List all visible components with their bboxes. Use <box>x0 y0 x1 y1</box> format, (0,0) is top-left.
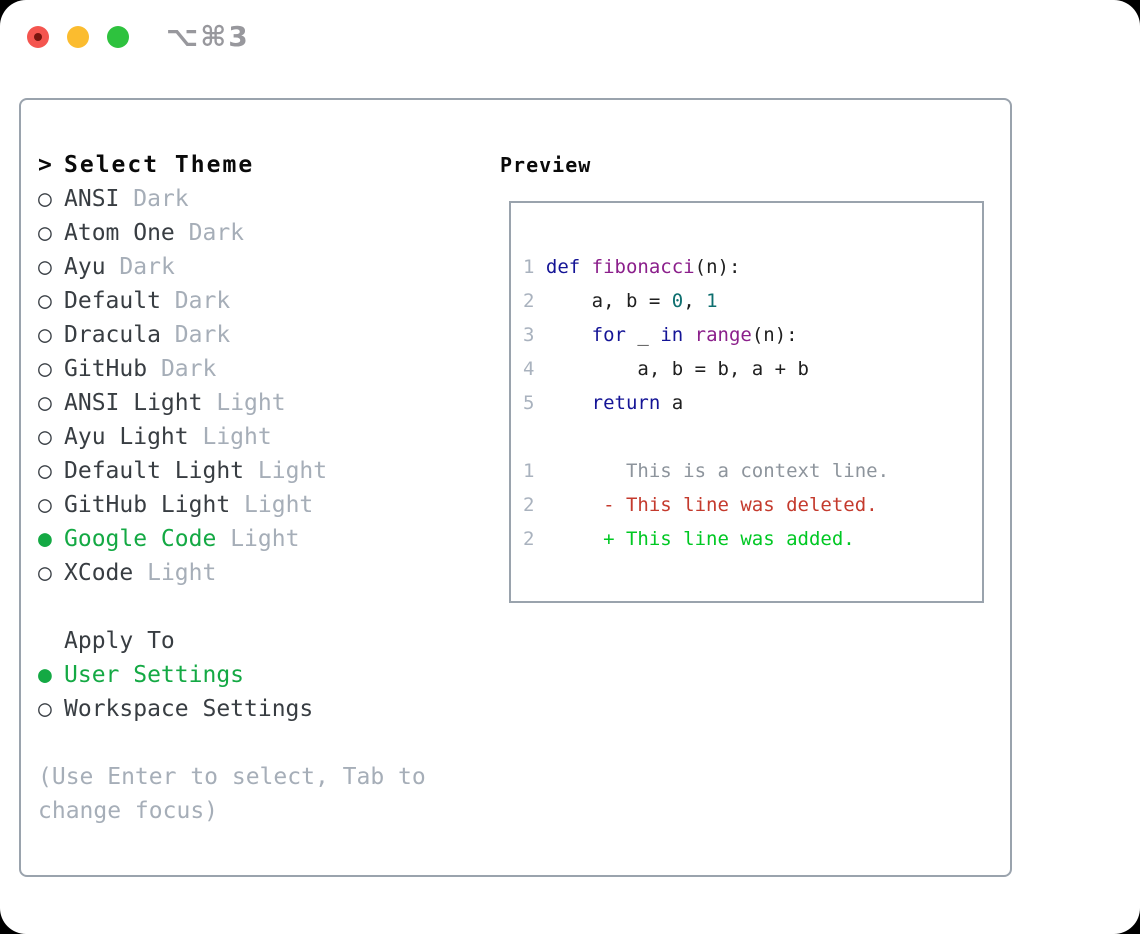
apply-to-option-label: Workspace Settings <box>64 696 314 722</box>
diff-line-deleted: 2 - This line was deleted. <box>523 488 982 522</box>
diff-line-added: 2 + This line was added. <box>523 522 982 556</box>
line-number: 4 <box>523 358 546 380</box>
apply-to-option[interactable]: ○ Workspace Settings <box>38 692 483 726</box>
diff-text: + This line was added. <box>603 528 855 550</box>
theme-name: Default <box>64 288 161 314</box>
theme-name: Atom One <box>64 220 175 246</box>
theme-name: Google Code <box>64 526 217 552</box>
close-button-icon[interactable] <box>27 26 49 48</box>
line-number: 1 <box>523 460 604 482</box>
theme-option[interactable]: ● Google Code Light <box>38 522 483 556</box>
theme-preview-box: 1 def fibonacci(n): 2 a, b = 0, 1 3 for _ … <box>509 201 984 603</box>
blank-line <box>523 420 982 454</box>
radio-icon: ○ <box>38 288 52 314</box>
close-inner-dot-icon <box>34 33 42 41</box>
line-number: 5 <box>523 392 546 414</box>
apply-to-option[interactable]: ● User Settings <box>38 658 483 692</box>
line-number: 2 <box>523 290 546 312</box>
radio-icon: ○ <box>38 458 52 484</box>
theme-option[interactable]: ○ Default Dark <box>38 284 483 318</box>
theme-options-list: ○ ANSI Dark ○ Atom One Dark ○ Ayu Dark ○ Defaul… <box>38 182 483 590</box>
radio-icon: ○ <box>38 220 52 246</box>
radio-icon: ● <box>38 526 52 552</box>
theme-option[interactable]: ○ Dracula Dark <box>38 318 483 352</box>
cursor-arrow-icon: > <box>38 152 52 178</box>
code-line: 4 a, b = b, a + b <box>523 358 809 380</box>
theme-name: ANSI <box>64 186 120 212</box>
theme-variant-tag: Light <box>147 560 217 586</box>
theme-variant-tag: Light <box>216 390 286 416</box>
theme-variant-tag: Dark <box>174 322 231 348</box>
theme-option[interactable]: ○ Ayu Light Light <box>38 420 483 454</box>
theme-option[interactable]: ○ ANSI Dark <box>38 182 483 216</box>
theme-name: GitHub Light <box>64 492 231 518</box>
theme-name: ANSI Light <box>64 390 203 416</box>
theme-option[interactable]: ○ Default Light Light <box>38 454 483 488</box>
theme-option[interactable]: ○ GitHub Dark <box>38 352 483 386</box>
radio-icon: ○ <box>38 186 52 212</box>
help-text: (Use Enter to select, Tab to change focu… <box>38 764 426 824</box>
apply-to-options-list: ● User Settings ○ Workspace Settings <box>38 658 483 726</box>
diff-text: - This line was deleted. <box>603 494 878 516</box>
radio-icon: ○ <box>38 424 52 450</box>
radio-icon: ○ <box>38 390 52 416</box>
line-number: 1 <box>523 256 546 278</box>
code-line: 1 def fibonacci(n): <box>523 256 741 278</box>
theme-picker-panel: >Select Theme ○ANSI Dark○Atom One Dark○A… <box>19 98 1012 877</box>
code-line: 5 return a <box>523 392 684 414</box>
theme-list-column: >Select Theme ○ANSI Dark○Atom One Dark○A… <box>38 148 483 828</box>
diff-line-context: 1 This is a context line. <box>523 454 982 488</box>
theme-variant-tag: Dark <box>119 254 175 280</box>
theme-name: Dracula <box>64 322 161 348</box>
theme-option[interactable]: ○ Atom One Dark <box>38 216 483 250</box>
apply-to-section: Apply To ● User Settings ○ Workspace Settin… <box>38 624 483 726</box>
radio-icon: ○ <box>38 254 52 280</box>
window-title: ⌥⌘3 <box>166 20 250 53</box>
diff-text: This is a context line. <box>603 460 890 482</box>
zoom-button-icon[interactable] <box>107 26 129 48</box>
radio-icon: ○ <box>38 696 52 722</box>
theme-name: Ayu <box>64 254 106 280</box>
code-line: 3 for _ in range(n): <box>523 324 798 346</box>
theme-name: XCode <box>64 560 134 586</box>
theme-variant-tag: Dark <box>174 288 231 314</box>
theme-variant-tag: Light <box>202 424 272 450</box>
code-line: 2 a, b = 0, 1 <box>523 290 718 312</box>
select-theme-header: > Select Theme <box>38 148 483 182</box>
theme-variant-tag: Dark <box>133 186 189 212</box>
theme-variant-tag: Dark <box>188 220 245 246</box>
apply-to-header-label: Apply To <box>64 628 175 654</box>
theme-name: GitHub <box>64 356 148 382</box>
theme-variant-tag: Light <box>257 458 328 484</box>
line-number: 3 <box>523 324 546 346</box>
theme-option[interactable]: ○ XCode Light <box>38 556 483 590</box>
line-number: 2 <box>523 528 604 550</box>
theme-variant-tag: Light <box>244 492 314 518</box>
radio-icon: ● <box>38 662 52 688</box>
titlebar: ⌥⌘3 <box>0 0 1140 75</box>
theme-name: Default Light <box>64 458 245 484</box>
theme-name: Ayu Light <box>64 424 189 450</box>
theme-variant-tag: Light <box>230 526 300 552</box>
theme-option[interactable]: ○ Ayu Dark <box>38 250 483 284</box>
line-number: 2 <box>523 494 604 516</box>
radio-icon: ○ <box>38 560 52 586</box>
radio-icon: ○ <box>38 322 52 348</box>
theme-variant-tag: Dark <box>160 356 217 382</box>
apply-to-indent <box>38 624 64 658</box>
apply-to-option-label: User Settings <box>64 662 245 688</box>
radio-icon: ○ <box>38 492 52 518</box>
radio-icon: ○ <box>38 356 52 382</box>
preview-code-block: 1 def fibonacci(n): 2 a, b = 0, 1 3 for _ … <box>511 203 982 556</box>
preview-header: Preview <box>500 153 592 177</box>
select-theme-header-label: Select Theme <box>64 152 255 178</box>
theme-option[interactable]: ○ ANSI Light Light <box>38 386 483 420</box>
apply-to-header: Apply To <box>38 624 483 658</box>
minimize-button-icon[interactable] <box>67 26 89 48</box>
theme-option[interactable]: ○ GitHub Light Light <box>38 488 483 522</box>
